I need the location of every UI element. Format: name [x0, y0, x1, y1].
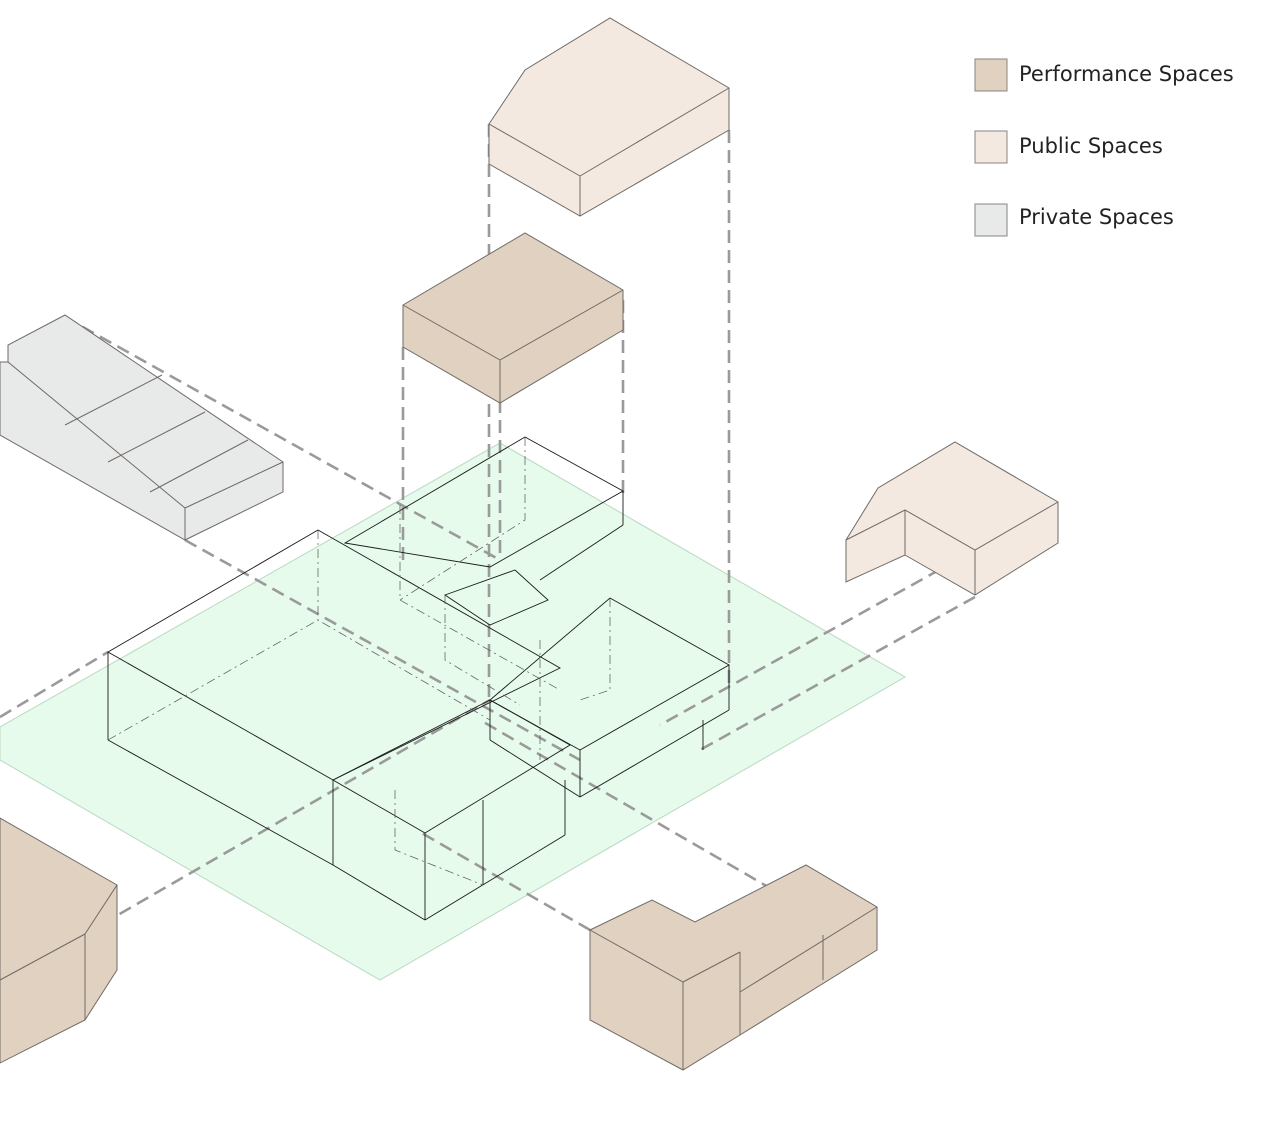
legend-label-private: Private Spaces: [1019, 205, 1174, 229]
performance-volume-bottom-right: [589, 864, 878, 1071]
legend-item-performance: Performance Spaces: [974, 58, 1234, 92]
legend-label-performance: Performance Spaces: [1019, 62, 1234, 86]
legend-item-private: Private Spaces: [974, 203, 1174, 237]
legend-swatch-private: [974, 203, 1008, 237]
legend: Performance Spaces Public Spaces Private…: [974, 58, 1234, 237]
legend-item-public: Public Spaces: [974, 130, 1163, 164]
legend-swatch-public: [974, 130, 1008, 164]
site-ground-plane: [0, 442, 906, 981]
performance-volume-middle: [402, 232, 624, 404]
legend-swatch-performance: [974, 58, 1008, 92]
legend-label-public: Public Spaces: [1019, 134, 1163, 158]
public-volume-right: [845, 441, 1059, 596]
main-building-wireframe: [107, 436, 730, 921]
projection-lines: [0, 124, 976, 952]
public-volume-top: [488, 17, 730, 217]
performance-volume-bottom-left: [0, 817, 118, 1064]
private-volume-stepped: [0, 314, 284, 541]
